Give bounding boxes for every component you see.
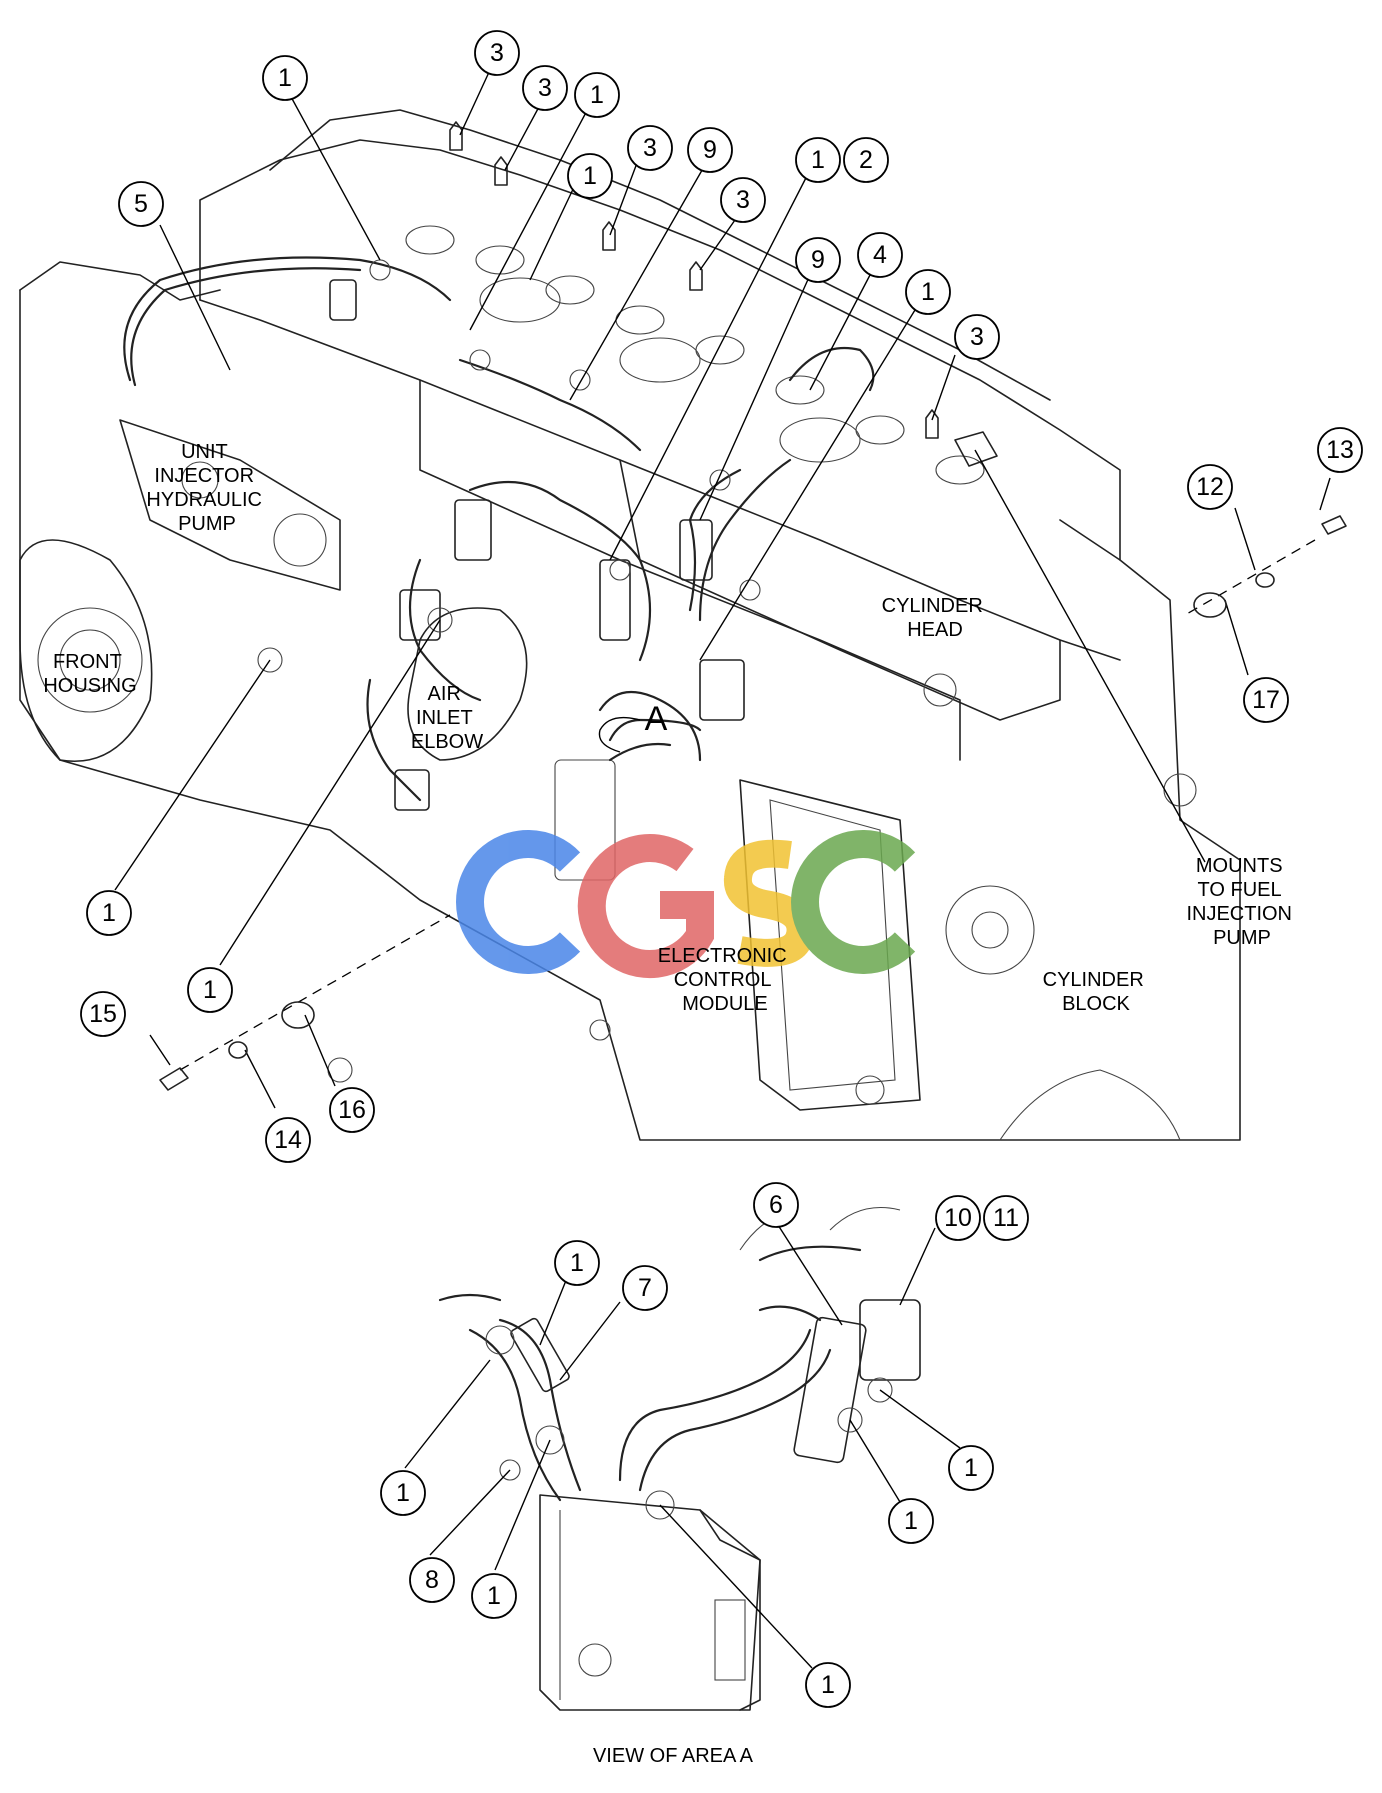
callout-1-text: 1 — [487, 1582, 501, 1610]
callout-13: 13 — [1317, 427, 1363, 473]
label-front-housing: FRONT HOUSING — [43, 651, 136, 697]
engine-illustration — [19, 109, 1241, 1141]
callout-1: 1 — [795, 137, 841, 183]
view-caption: VIEW OF AREA A — [593, 1745, 754, 1767]
bolt-15-icon — [159, 1067, 189, 1091]
component-labels: UNIT INJECTOR HYDRAULIC PUMP FRONT HOUSI… — [43, 441, 1297, 1015]
callout-4-text: 4 — [873, 241, 887, 269]
callout-3-text: 3 — [970, 323, 984, 351]
callout-7: 7 — [622, 1265, 668, 1311]
hardware — [159, 515, 1347, 1091]
watermark-letter-c — [456, 830, 581, 974]
callout-3: 3 — [954, 314, 1000, 360]
callout-1: 1 — [805, 1662, 851, 1708]
callout-8-text: 8 — [425, 1566, 439, 1594]
watermark-letter-c2 — [791, 830, 916, 974]
callout-3: 3 — [720, 177, 766, 223]
callout-3-text: 3 — [643, 134, 657, 162]
callout-5: 5 — [118, 181, 164, 227]
washer-14-icon — [228, 1041, 248, 1059]
callout-1: 1 — [905, 269, 951, 315]
callout-1: 1 — [554, 1240, 600, 1286]
callout-2: 2 — [843, 137, 889, 183]
callout-11-text: 11 — [993, 1204, 1019, 1232]
cgsc-watermark — [456, 830, 916, 979]
callout-1: 1 — [187, 967, 233, 1013]
callout-9: 9 — [795, 237, 841, 283]
callout-1-text: 1 — [821, 1671, 835, 1699]
callout-1-text: 1 — [811, 146, 825, 174]
label-unit-injector-hydraulic-pump: UNIT INJECTOR HYDRAULIC PUMP — [146, 441, 267, 535]
callout-3-text: 3 — [490, 39, 504, 67]
callout-1: 1 — [567, 153, 613, 199]
callout-10-text: 10 — [944, 1204, 972, 1232]
callout-3: 3 — [627, 125, 673, 171]
label-air-inlet-elbow: AIR INLET ELBOW — [411, 683, 483, 753]
callout-10: 10 — [935, 1195, 981, 1241]
callout-9: 9 — [687, 127, 733, 173]
callout-1-text: 1 — [396, 1479, 410, 1507]
callout-1: 1 — [471, 1573, 517, 1619]
callout-1-text: 1 — [278, 64, 292, 92]
main-callouts: 1 3 3 1 1 3 9 3 1 2 5 9 4 1 3 13 12 17 1… — [80, 30, 1363, 1163]
callout-17-text: 17 — [1252, 686, 1280, 714]
washer-17-icon — [1193, 592, 1227, 618]
callout-1: 1 — [86, 890, 132, 936]
label-electronic-control-module: ELECTRONIC CONTROL MODULE — [658, 945, 792, 1015]
callout-3-text: 3 — [538, 74, 552, 102]
callout-16-text: 16 — [338, 1096, 366, 1124]
leader-lines — [114, 69, 1331, 1109]
callout-1-text: 1 — [964, 1454, 978, 1482]
callout-15-text: 15 — [89, 1000, 117, 1028]
callout-3: 3 — [522, 65, 568, 111]
callout-1-text: 1 — [203, 976, 217, 1004]
callout-1-text: 1 — [570, 1249, 584, 1277]
callout-1: 1 — [948, 1445, 994, 1491]
washer-12-icon — [1255, 572, 1275, 588]
callout-17: 17 — [1243, 677, 1289, 723]
watermark-letter-s — [723, 839, 815, 967]
label-cylinder-block: CYLINDER BLOCK — [1043, 969, 1150, 1015]
watermark-letter-g — [577, 834, 714, 979]
callout-6-text: 6 — [769, 1191, 783, 1219]
callout-1-text: 1 — [921, 278, 935, 306]
callout-14-text: 14 — [274, 1126, 302, 1154]
callout-1: 1 — [888, 1498, 934, 1544]
callout-8: 8 — [409, 1557, 455, 1603]
callout-11: 11 — [983, 1195, 1029, 1241]
callout-1: 1 — [574, 72, 620, 118]
callout-1-text: 1 — [590, 81, 604, 109]
callout-9-text: 9 — [703, 136, 717, 164]
washer-16-icon — [281, 1001, 315, 1029]
callout-1-text: 1 — [102, 899, 116, 927]
detail-view-area-a: 1 7 6 10 11 1 8 1 1 1 1 VIEW OF AREA A — [380, 1182, 1029, 1767]
callout-7-text: 7 — [638, 1274, 652, 1302]
callout-15: 15 — [80, 991, 126, 1037]
callout-6: 6 — [753, 1182, 799, 1228]
callout-14: 14 — [265, 1117, 311, 1163]
callout-1: 1 — [262, 55, 308, 101]
area-a-marker: A — [645, 700, 668, 738]
callout-5-text: 5 — [134, 190, 148, 218]
callout-12-text: 12 — [1196, 473, 1224, 501]
callout-16: 16 — [329, 1087, 375, 1133]
callout-9-text: 9 — [811, 246, 825, 274]
callout-4: 4 — [857, 232, 903, 278]
callout-13-text: 13 — [1326, 436, 1354, 464]
callout-1: 1 — [380, 1470, 426, 1516]
label-mounts-to-fuel-injection-pump: MOUNTS TO FUEL INJECTION PUMP — [1186, 855, 1297, 949]
callout-3: 3 — [474, 30, 520, 76]
callout-1-text: 1 — [904, 1507, 918, 1535]
callout-3-text: 3 — [736, 186, 750, 214]
bolt-13-icon — [1321, 515, 1347, 535]
callout-12: 12 — [1187, 464, 1233, 510]
label-cylinder-head: CYLINDER HEAD — [882, 595, 989, 641]
callout-2-text: 2 — [859, 146, 873, 174]
callout-1-text: 1 — [583, 162, 597, 190]
